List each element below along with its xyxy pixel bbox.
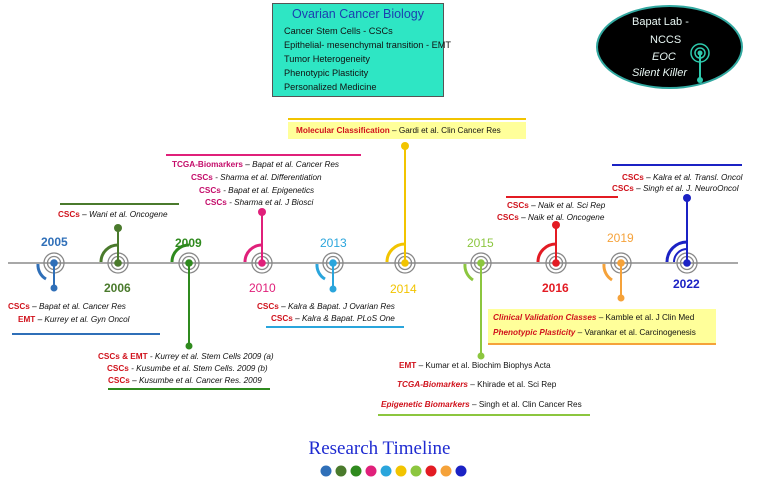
ref-2009-c: CSCs – Kusumbe et al. Cancer Res. 2009 xyxy=(108,376,262,385)
year-2022: 2022 xyxy=(673,277,700,291)
ref-2016-b: CSCs – Naik et al. Oncogene xyxy=(497,213,605,222)
ref-2005-b: EMT – Kurrey et al. Gyn Oncol xyxy=(18,315,130,324)
bar-2010 xyxy=(166,154,361,156)
lab-institute: NCCS xyxy=(650,34,682,46)
ref-2019-a: Clinical Validation Classes – Kamble et … xyxy=(493,313,695,322)
highlight-2014 xyxy=(288,122,526,139)
lab-logo: Bapat Lab - NCCS EOC Silent Killer xyxy=(596,5,743,89)
node-2010 xyxy=(243,208,273,274)
ref-2013-b: CSCs – Kalra & Bapat. PLoS One xyxy=(271,314,395,323)
bar-2019 xyxy=(488,343,716,345)
topic-item: Tumor Heterogeneity xyxy=(284,54,370,64)
topic-item: Epithelial- mesenchymal transition - EMT xyxy=(284,40,451,50)
ref-2013-a: CSCs – Kalra & Bapat. J Ovarian Res xyxy=(257,302,395,311)
ref-2019-b: Phenotypic Plasticity – Varankar et al. … xyxy=(493,328,696,337)
bar-2016 xyxy=(506,196,618,198)
topic-box: Ovarian Cancer Biology Cancer Stem Cells… xyxy=(272,3,451,97)
ref-2022-b: CSCs – Singh et al. J. NeuroOncol xyxy=(612,184,739,193)
signal-icon xyxy=(690,43,710,83)
ref-2010-c: CSCs - Bapat et al. Epigenetics xyxy=(199,186,315,195)
ref-2016-a: CSCs – Naik et al. Sci Rep xyxy=(507,201,606,210)
bar-2014 xyxy=(288,118,526,120)
bar-2005 xyxy=(12,333,160,335)
bar-2009 xyxy=(108,388,270,390)
ref-2010-a: TCGA-Biomarkers – Bapat et al. Cancer Re… xyxy=(172,160,340,169)
bar-2013 xyxy=(266,326,404,328)
year-2005: 2005 xyxy=(41,235,68,249)
ref-2015-a: EMT – Kumar et al. Biochim Biophys Acta xyxy=(399,361,551,370)
year-2010: 2010 xyxy=(249,281,276,295)
year-2009: 2009 xyxy=(175,236,202,250)
ref-2014: Molecular Classification – Gardi et al. … xyxy=(296,126,501,135)
ref-2009-a: CSCs & EMT - Kurrey et al. Stem Cells 20… xyxy=(98,352,274,361)
ref-2015-c: Epigenetic Biomarkers – Singh et al. Cli… xyxy=(381,400,582,409)
ref-2015-b: TCGA-Biomarkers – Khirade et al. Sci Rep xyxy=(397,380,557,389)
ref-2009-b: CSCs - Kusumbe et al. Stem Cells. 2009 (… xyxy=(107,364,268,373)
bar-2022 xyxy=(612,164,742,166)
node-2015 xyxy=(463,252,492,360)
year-2014: 2014 xyxy=(390,282,417,296)
node-2009 xyxy=(170,243,200,350)
ref-2006: CSCs – Wani et al. Oncogene xyxy=(58,210,168,219)
node-2006 xyxy=(99,224,129,274)
year-2015: 2015 xyxy=(467,236,494,250)
ref-2005-a: CSCs – Bapat et al. Cancer Res xyxy=(8,302,126,311)
lab-tagline: Silent Killer xyxy=(632,67,688,79)
topic-box-title: Ovarian Cancer Biology xyxy=(291,7,424,21)
topic-item: Phenotypic Plasticity xyxy=(284,68,369,78)
node-2016 xyxy=(536,221,567,274)
highlight-2019 xyxy=(488,309,716,343)
ref-2010-b: CSCs - Sharma et al. Differentiation xyxy=(191,173,322,182)
lab-eoc: EOC xyxy=(652,51,676,63)
node-2014 xyxy=(385,142,416,274)
bar-2006 xyxy=(60,203,179,205)
page-title: Research Timeline xyxy=(308,438,451,459)
bar-2015 xyxy=(378,414,590,416)
ref-2022-a: CSCs – Kalra et al. Transl. Oncol xyxy=(622,173,743,182)
node-2005 xyxy=(36,252,65,292)
lab-name: Bapat Lab - xyxy=(632,16,689,28)
year-2016: 2016 xyxy=(542,281,569,295)
year-2019: 2019 xyxy=(607,231,634,245)
node-2013 xyxy=(315,252,344,293)
node-2019 xyxy=(602,252,632,302)
year-2006: 2006 xyxy=(104,281,131,295)
topic-item: Cancer Stem Cells - CSCs xyxy=(284,26,393,36)
node-2022 xyxy=(665,194,698,274)
topic-item: Personalized Medicine xyxy=(284,82,377,92)
color-dots xyxy=(320,465,467,477)
ref-2010-d: CSCs - Sharma et al. J Biosci xyxy=(205,198,314,207)
year-2013: 2013 xyxy=(320,236,347,250)
